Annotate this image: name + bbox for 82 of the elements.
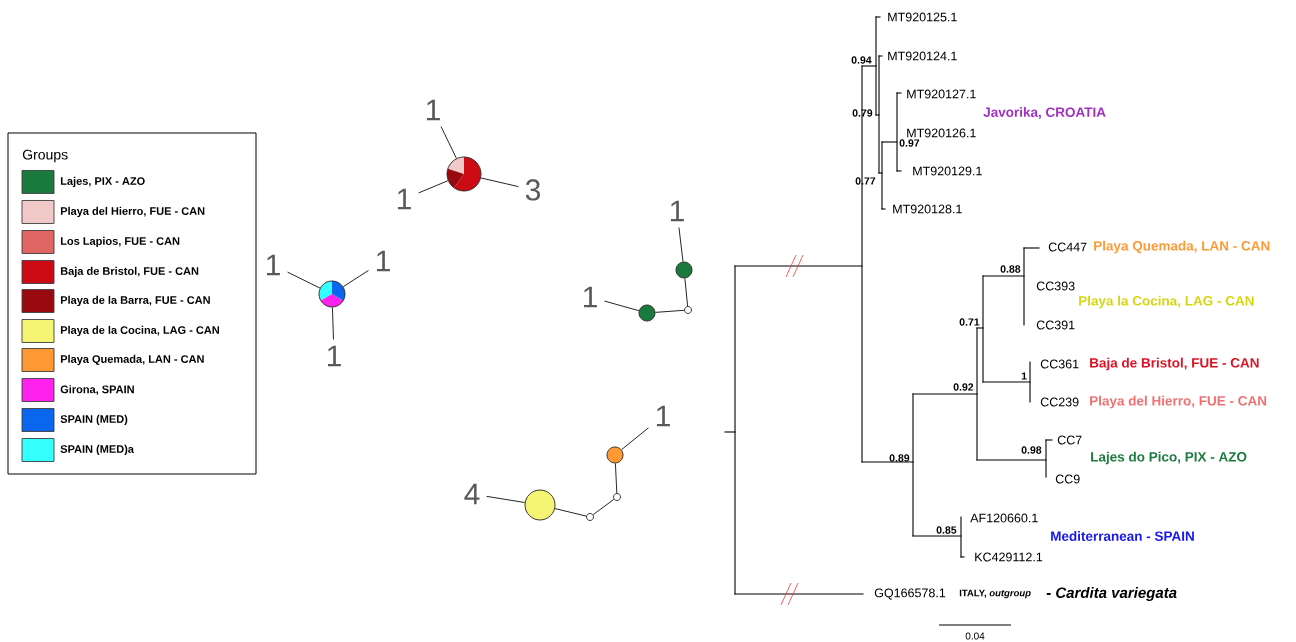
haplotype-count: 1 bbox=[583, 286, 597, 308]
legend-label: Playa Quemada, LAN - CAN bbox=[60, 354, 204, 366]
network-link bbox=[684, 277, 689, 307]
legend-title: Groups bbox=[22, 149, 68, 163]
legend-label: Baja de Bristol, FUE - CAN bbox=[60, 266, 199, 278]
clade-label: Javorika, CROATIA bbox=[983, 107, 1106, 119]
network-link bbox=[654, 309, 685, 313]
tip-label: KC429112.1 bbox=[975, 552, 1043, 562]
legend-label: Lajes, PIX - AZO bbox=[60, 176, 145, 188]
haplotype-circle bbox=[606, 446, 624, 464]
network-link bbox=[418, 180, 449, 194]
network-link bbox=[287, 271, 321, 289]
haplotype-count: 1 bbox=[266, 254, 280, 276]
clade-label: Lajes do Pico, PIX - AZO bbox=[1091, 451, 1247, 465]
haplotype-circle bbox=[524, 489, 556, 521]
legend-label: Playa de la Cocina, LAG - CAN bbox=[60, 325, 219, 337]
network-link bbox=[554, 508, 587, 517]
haplotype-pie bbox=[318, 280, 346, 308]
haplotype-count: 3 bbox=[525, 179, 541, 201]
legend-label: SPAIN (MED) bbox=[60, 414, 128, 426]
network-link bbox=[480, 177, 519, 188]
network-link bbox=[614, 462, 618, 494]
clade-label: Playa la Cocina, LAG - CAN bbox=[1079, 295, 1254, 309]
median-vector bbox=[684, 306, 692, 314]
haplotype-count: 1 bbox=[327, 345, 341, 367]
haplotype-count: 1 bbox=[397, 188, 411, 210]
tip-label: CC9 bbox=[1055, 474, 1080, 484]
support-value: 0.77 bbox=[855, 177, 876, 185]
haplotype-count: 1 bbox=[656, 405, 670, 427]
clade-label: Playa Quemada, LAN - CAN bbox=[1094, 240, 1270, 254]
network-link bbox=[342, 269, 369, 288]
network-link bbox=[678, 227, 684, 263]
tip-label: GQ166578.1 bbox=[874, 588, 946, 600]
tip-label: CC239 bbox=[1040, 397, 1079, 407]
legend-label: Los Lapios, FUE - CAN bbox=[60, 236, 180, 248]
haplotype-pie bbox=[446, 156, 482, 192]
support-value: 0.92 bbox=[953, 383, 974, 391]
support-value: 0.97 bbox=[899, 139, 920, 147]
tip-label: MT920129.1 bbox=[913, 166, 982, 176]
tip-label: MT920125.1 bbox=[888, 12, 957, 22]
median-vector bbox=[586, 513, 594, 521]
clade-label: Playa del Hierro, FUE - CAN bbox=[1090, 395, 1267, 409]
haplotype-circle bbox=[675, 261, 693, 279]
support-value: 1 bbox=[1021, 372, 1027, 380]
tip-label: MT920126.1 bbox=[907, 128, 976, 138]
tip-label: MT920127.1 bbox=[907, 89, 976, 99]
support-value: 0.89 bbox=[889, 454, 910, 462]
network-link bbox=[440, 126, 457, 159]
support-value: 0.85 bbox=[936, 526, 957, 534]
tip-label: CC393 bbox=[1036, 281, 1075, 291]
haplotype-count: 4 bbox=[464, 483, 480, 505]
legend-label: Playa de la Barra, FUE - CAN bbox=[60, 295, 210, 307]
haplotype-count: 1 bbox=[376, 250, 390, 272]
tip-label: CC447 bbox=[1048, 242, 1087, 252]
network-link bbox=[604, 300, 640, 312]
tip-label: CC7 bbox=[1057, 435, 1082, 445]
tip-label: AF120660.1 bbox=[970, 513, 1038, 523]
tip-label: CC391 bbox=[1036, 320, 1075, 330]
network-link bbox=[486, 495, 526, 504]
tip-label: MT920124.1 bbox=[888, 51, 957, 61]
haplotype-circle bbox=[638, 304, 656, 322]
legend-label: Girona, SPAIN bbox=[60, 385, 134, 395]
support-value: 0.79 bbox=[852, 109, 873, 117]
support-value: 0.71 bbox=[959, 318, 980, 326]
haplotype-count: 1 bbox=[426, 99, 440, 121]
support-value: 0.98 bbox=[1021, 446, 1042, 454]
median-vector bbox=[613, 493, 621, 501]
network-link bbox=[331, 306, 334, 340]
network-link bbox=[592, 498, 615, 516]
support-value: 0.94 bbox=[851, 56, 872, 64]
support-value: 0.88 bbox=[1000, 265, 1021, 273]
tip-label: MT920128.1 bbox=[893, 204, 962, 214]
tip-label: CC361 bbox=[1040, 359, 1079, 369]
scale-label: 0.04 bbox=[965, 632, 985, 640]
network-link bbox=[621, 427, 649, 451]
haplotype-count: 1 bbox=[670, 200, 684, 222]
clade-label: Baja de Bristol, FUE - CAN bbox=[1090, 357, 1259, 371]
species-name: - Cardita variegata bbox=[1046, 587, 1177, 601]
clade-label: Mediterranean - SPAIN bbox=[1051, 531, 1194, 541]
outgroup-label: ITALY, outgroup bbox=[959, 589, 1031, 599]
legend-label: SPAIN (MED)a bbox=[60, 444, 134, 456]
legend-label: Playa del Hierro, FUE - CAN bbox=[60, 206, 205, 218]
